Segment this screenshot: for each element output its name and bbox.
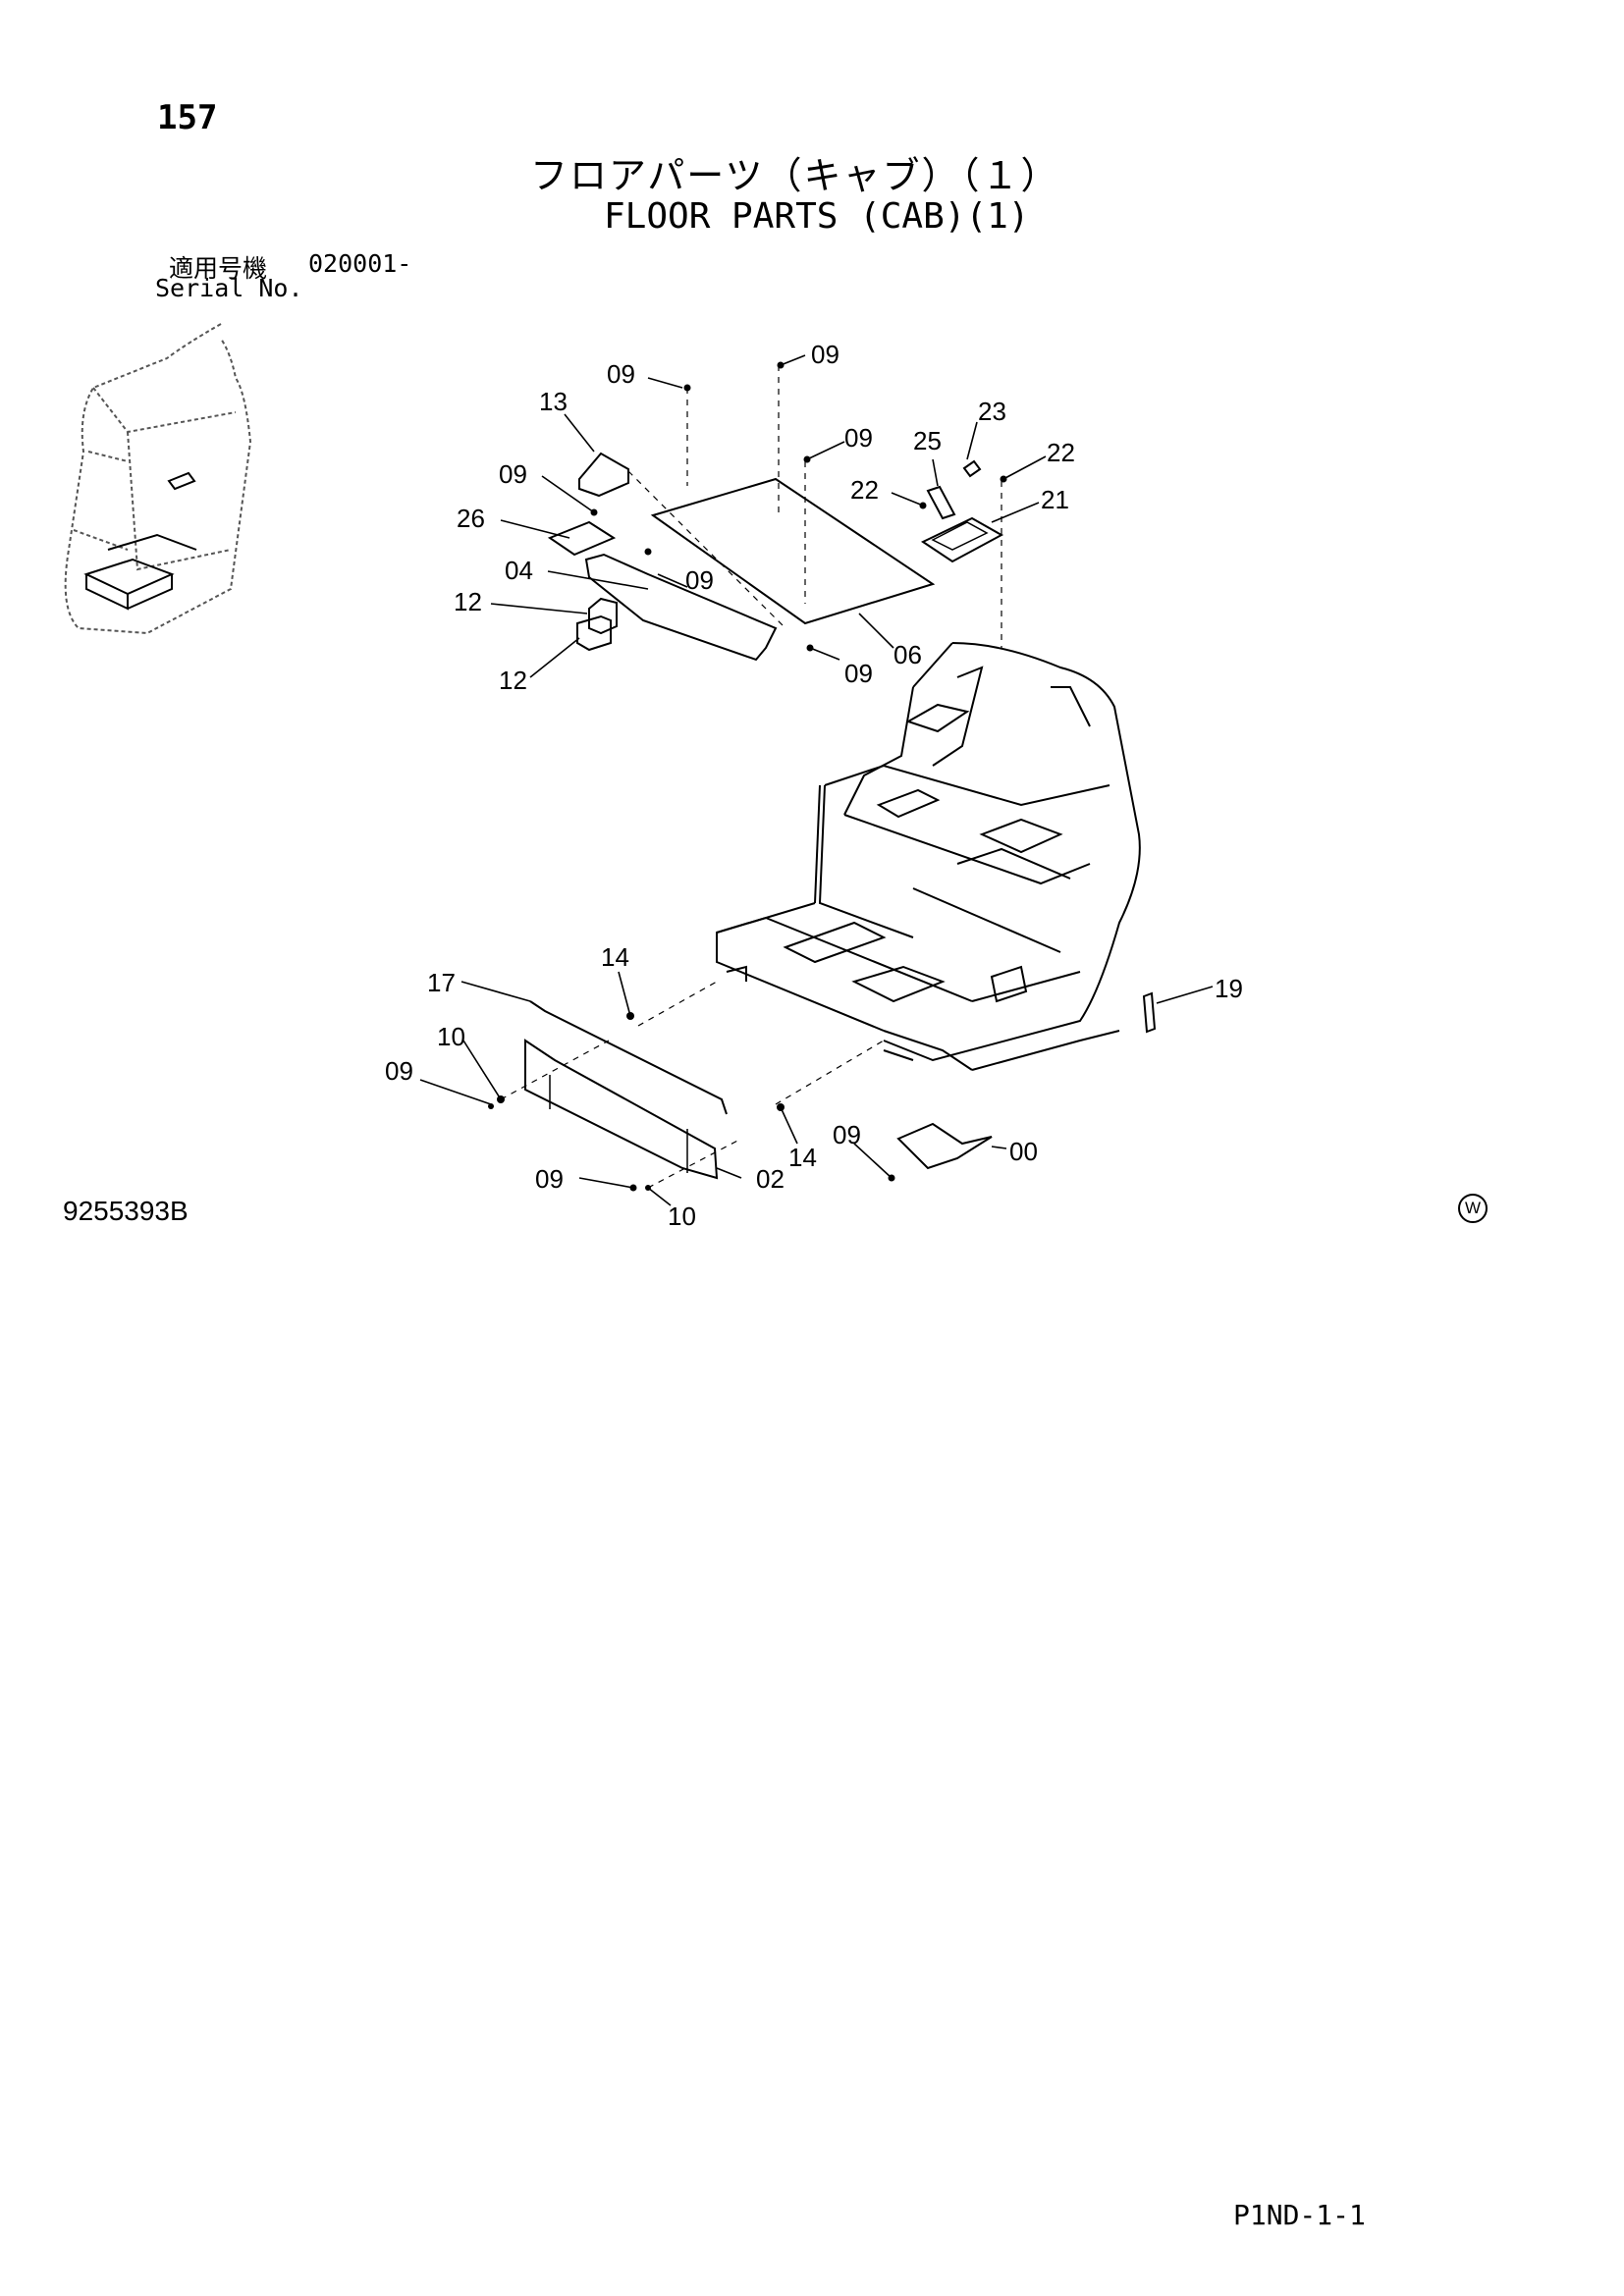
callout-label: 00 xyxy=(1009,1137,1038,1166)
callout-label: 23 xyxy=(978,397,1006,426)
callout-label: 17 xyxy=(427,968,456,997)
callout-label: 19 xyxy=(1215,974,1243,1003)
floor-plate-shape xyxy=(584,553,778,662)
callout-label: 04 xyxy=(505,556,533,585)
callout-label: 12 xyxy=(454,587,482,616)
callout-label: 09 xyxy=(607,359,635,389)
callout-label: 06 xyxy=(893,640,922,669)
page-title-japanese: フロアパーツ（キャブ）（１） xyxy=(530,154,1060,197)
callout-label: 22 xyxy=(1047,438,1075,467)
callout-label: 02 xyxy=(756,1164,785,1194)
panel-21-shape xyxy=(920,516,1004,563)
cap-25-shape xyxy=(926,485,956,520)
callout-label: 09 xyxy=(844,423,873,453)
page-title-english: FLOOR PARTS (CAB)(1) xyxy=(604,196,1030,237)
cover-plate-shape xyxy=(547,520,617,557)
page-number: 157 xyxy=(157,98,218,137)
callout-label: 09 xyxy=(811,340,839,369)
callout-label: 09 xyxy=(844,659,873,688)
cab-inset-solid-parts xyxy=(83,471,197,611)
callout-label: 13 xyxy=(539,387,568,416)
block-12-upper-shape xyxy=(588,597,618,635)
cab-inset-illustration xyxy=(64,323,252,635)
block-13-shape xyxy=(578,452,629,498)
parts-diagram: 09 09 13 09 23 25 22 09 22 21 26 04 09 1… xyxy=(64,323,1243,1231)
callout-label: 10 xyxy=(668,1201,696,1231)
block-12-lower-shape xyxy=(576,614,612,652)
w-mark-symbol: W xyxy=(1458,1194,1488,1223)
cab-floor-frame xyxy=(716,642,1141,1071)
side-cover-02-shape xyxy=(524,1039,719,1180)
plate-00-shape xyxy=(896,1122,993,1170)
floor-mat-shape xyxy=(650,477,936,625)
callout-label: 22 xyxy=(850,475,879,505)
seal-strip-17-shape xyxy=(529,1000,728,1115)
drawing-number: 9255393B xyxy=(63,1196,189,1226)
serial-value: 020001- xyxy=(308,249,412,278)
fastener-dots xyxy=(488,361,1007,1192)
pin-19-shape xyxy=(1142,991,1157,1034)
callout-label: 10 xyxy=(437,1022,465,1051)
footer-code: P1ND-1-1 xyxy=(1233,2199,1366,2231)
callout-label: 14 xyxy=(601,942,629,972)
callout-label: 25 xyxy=(913,426,942,455)
callout-label: 09 xyxy=(685,565,714,595)
callout-label: 09 xyxy=(385,1056,413,1086)
callout-label: 09 xyxy=(833,1120,861,1149)
serial-label-japanese: 適用号機 xyxy=(169,254,268,283)
callout-label: 12 xyxy=(499,666,527,695)
callout-label: 26 xyxy=(457,504,485,533)
callout-label: 21 xyxy=(1041,485,1069,514)
serial-label-english: Serial No. xyxy=(155,274,303,302)
clip-23-shape xyxy=(962,459,982,478)
callout-label: 09 xyxy=(535,1164,564,1194)
callout-label: 14 xyxy=(788,1143,817,1172)
callout-label: 09 xyxy=(499,459,527,489)
